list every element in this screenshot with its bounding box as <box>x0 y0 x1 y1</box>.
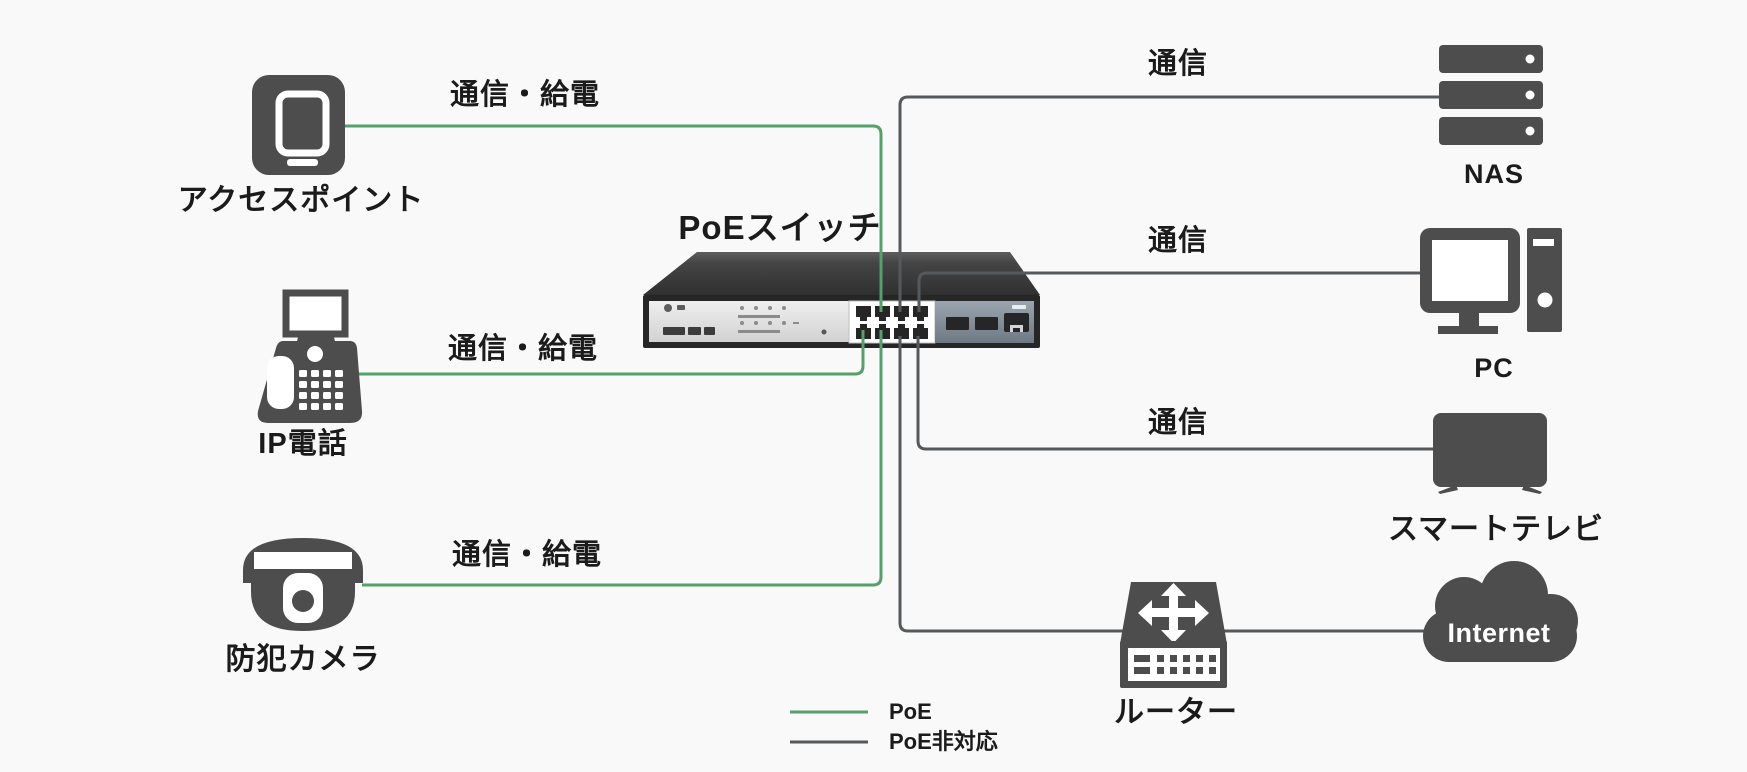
router-panel-marks <box>1134 655 1216 674</box>
internet-label: Internet <box>1447 618 1551 648</box>
router-label: ルーター <box>1114 696 1238 729</box>
poe-switch <box>643 252 1040 348</box>
link-label-camera: 通信・給電 <box>451 539 603 571</box>
link-label-access-point: 通信・給電 <box>449 79 601 111</box>
smart-tv-icon <box>1433 413 1547 494</box>
link-router-internet <box>898 336 1426 633</box>
internet-cloud-icon <box>1423 561 1578 662</box>
switch-sfp-port-1 <box>946 317 969 330</box>
link-nas <box>898 95 1441 312</box>
switch-top-face <box>643 252 1040 295</box>
pc-label: PC <box>1474 353 1514 383</box>
legend <box>790 710 868 744</box>
pc-icon <box>1420 228 1562 334</box>
ip-phone-icon <box>257 289 363 423</box>
switch-uplink-rj45-port <box>1004 313 1029 332</box>
access-point-icon <box>252 75 345 175</box>
switch-uplink-mark <box>1012 305 1026 309</box>
smart-tv-label: スマートテレビ <box>1387 513 1605 546</box>
router-arrows <box>1138 583 1209 643</box>
legend-non-poe-label: PoE非対応 <box>889 729 998 754</box>
camera-label: 防犯カメラ <box>225 643 381 676</box>
link-label-smart-tv: 通信 <box>1147 407 1209 439</box>
switch-led-marks <box>738 306 827 335</box>
link-camera <box>362 330 883 587</box>
link-label-pc: 通信 <box>1147 225 1209 257</box>
switch-logo-marks <box>663 304 715 335</box>
router-icon <box>1120 582 1227 688</box>
link-label-nas: 通信 <box>1147 48 1209 80</box>
security-camera-icon <box>243 538 363 631</box>
legend-poe-label: PoE <box>889 699 932 724</box>
nas-icon <box>1439 45 1543 145</box>
nas-label: NAS <box>1463 159 1525 189</box>
access-point-label: アクセスポイント <box>177 184 425 217</box>
switch-port-block <box>848 300 936 344</box>
link-pc <box>917 271 1422 312</box>
link-ip-phone <box>350 330 865 376</box>
switch-uplink-section <box>935 301 1034 343</box>
switch-ports-top-row <box>856 306 928 321</box>
link-smart-tv <box>916 336 1435 451</box>
connection-lines <box>345 95 1441 633</box>
switch-title: PoEスイッチ <box>678 209 882 246</box>
switch-sfp-port-2 <box>975 317 998 330</box>
link-access-point <box>345 124 883 312</box>
ip-phone-keypad <box>299 370 343 410</box>
ip-phone-label: IP電話 <box>258 428 348 460</box>
link-label-ip-phone: 通信・給電 <box>447 333 599 365</box>
